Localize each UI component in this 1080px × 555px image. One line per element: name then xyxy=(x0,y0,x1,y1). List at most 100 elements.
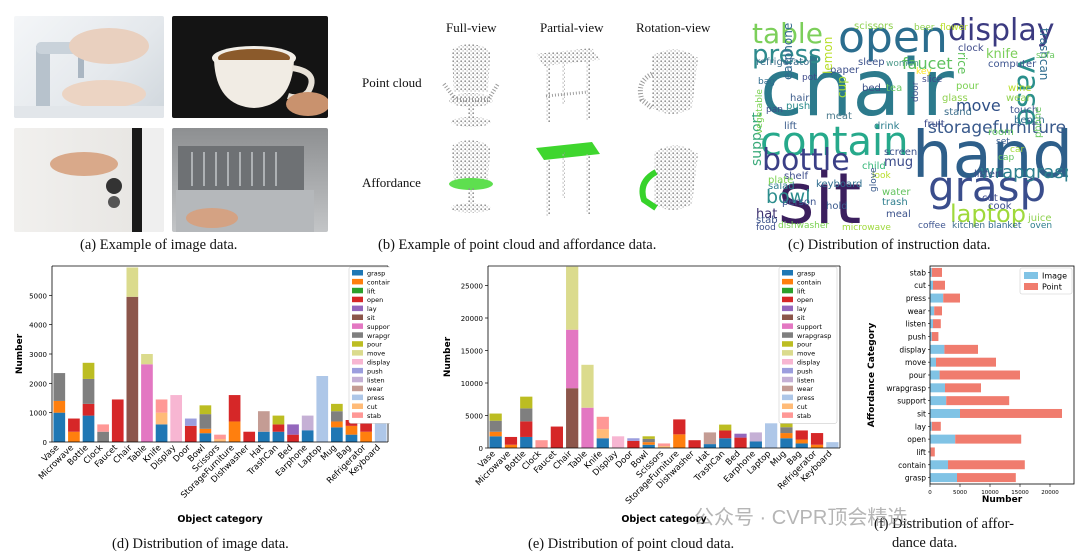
ytick-pour: pour xyxy=(909,371,927,380)
bar-Bag-open xyxy=(795,430,808,440)
column-partial-view: Partial-view xyxy=(540,20,604,35)
bar-Door-push xyxy=(184,418,197,426)
word-laptop: laptop xyxy=(950,200,1026,228)
word-display: display xyxy=(948,16,1055,48)
word-faucet: faucet xyxy=(902,54,953,73)
bar-sit-image xyxy=(930,408,960,418)
legend-label-stab: stab xyxy=(797,412,811,420)
legend-swatch-lift xyxy=(782,287,793,294)
panel-point-cloud: Full-view Partial-view Rotation-view Poi… xyxy=(360,12,730,234)
bar-Knife-cut xyxy=(596,429,609,439)
word-hold: hold xyxy=(826,201,848,212)
bar-Chair-sit xyxy=(126,296,139,442)
ytick-move: move xyxy=(905,358,926,367)
bar-Chair-sit xyxy=(566,388,579,448)
legend-swatch-listen xyxy=(782,376,793,383)
bar-Vase-grasp xyxy=(489,436,502,448)
word-bag: bag xyxy=(758,77,775,87)
legend-label-open: open xyxy=(367,296,383,304)
bar-Mug-pour xyxy=(331,403,343,412)
word-table: table xyxy=(752,17,823,50)
ytick-25000: 25000 xyxy=(461,283,483,291)
ytick-2000: 2000 xyxy=(29,380,47,388)
legend-swatch-press xyxy=(782,394,793,401)
legend: graspcontainliftopenlaysitsupportwrapgra… xyxy=(348,266,390,424)
legend-label-wear: wear xyxy=(797,385,813,393)
ytick-10000: 10000 xyxy=(461,380,483,388)
bar-push-image xyxy=(930,332,932,342)
word-move: move xyxy=(956,96,1001,115)
xlabel: Number xyxy=(982,495,1023,505)
word-wine: wine xyxy=(1008,83,1032,94)
legend-swatch-grasp xyxy=(352,270,363,276)
legend-swatch-stab xyxy=(782,412,793,418)
bar-Refrigerator-contain xyxy=(360,431,372,442)
legend-label-point: Point xyxy=(1042,283,1062,292)
word-computer: computer xyxy=(988,59,1037,70)
ytick-1000: 1000 xyxy=(29,410,47,418)
mug-rotation-pointcloud xyxy=(637,49,698,114)
bar-Chair-move xyxy=(566,266,579,330)
bar-Bottle-pour xyxy=(82,362,95,379)
xlabel: Object category xyxy=(621,514,707,525)
ytick-5000: 5000 xyxy=(29,292,47,300)
column-rotation-view: Rotation-view xyxy=(636,20,711,35)
word-glass: glass xyxy=(942,93,968,104)
bar-Knife-grasp xyxy=(155,424,168,442)
word-pot: pot xyxy=(802,73,817,83)
bar-press-image xyxy=(930,293,944,303)
word-salad: salad xyxy=(768,181,795,192)
caption-d: (d) Distribution of image data. xyxy=(112,536,289,552)
legend-label-display: display xyxy=(797,359,820,367)
word-touch: touch xyxy=(1010,105,1039,116)
legend-swatch-wear xyxy=(782,385,793,392)
bar-Microwave-open xyxy=(504,436,518,445)
bar-Clock-wrapgrasp xyxy=(97,431,109,442)
legend-swatch-wrapgrasp xyxy=(782,332,793,338)
legend-swatch-lay xyxy=(782,305,793,312)
word-set: set xyxy=(996,137,1010,147)
ytick-wear: wear xyxy=(908,307,927,316)
legend-swatch-push xyxy=(352,367,363,374)
legend-swatch-grasp xyxy=(782,270,793,276)
word-paper: paper xyxy=(830,65,860,76)
bar-Knife-cut xyxy=(155,412,168,425)
bar-Bottle-wrapgrasp xyxy=(82,378,95,404)
table-partial-affordance xyxy=(536,142,600,216)
word-cook: cook xyxy=(988,201,1012,212)
word-pan: pan xyxy=(766,105,783,115)
legend-label-stab: stab xyxy=(367,412,381,420)
legend-label-wrapgrasp: wrapgrasp xyxy=(797,332,831,340)
bar-Bed-lay xyxy=(287,424,299,435)
bar-support-point xyxy=(946,396,1010,406)
word-blanket: blanket xyxy=(988,221,1022,231)
bar-Knife-stab xyxy=(596,416,609,430)
ytick-0: 0 xyxy=(43,439,47,447)
legend-swatch-display xyxy=(782,359,793,365)
ytick-20000: 20000 xyxy=(461,315,483,323)
bar-Bowl-pour xyxy=(642,436,655,439)
mug-rotation-affordance xyxy=(639,145,698,211)
bar-Vase-wrapgrasp xyxy=(53,373,66,401)
word-look: look xyxy=(872,171,891,181)
legend-label-lift: lift xyxy=(797,287,806,295)
word-juice: juice xyxy=(1028,213,1052,224)
bar-Bag-grasp xyxy=(795,443,808,448)
word-cut: cut xyxy=(982,193,998,204)
ytick-0: 0 xyxy=(479,445,483,453)
door-illustration xyxy=(50,128,164,232)
bar-Mug-grasp xyxy=(331,427,343,442)
row-point-cloud: Point cloud xyxy=(362,75,422,90)
bar-wear-image xyxy=(930,306,935,316)
legend-swatch-sit xyxy=(352,314,363,320)
bar-wrapgrasp-image xyxy=(930,383,945,393)
ytick-lift: lift xyxy=(916,448,926,457)
xtick-10000: 10000 xyxy=(981,490,999,496)
bar-wear-point xyxy=(934,306,942,316)
bar-Microwave-open xyxy=(68,418,80,432)
bar-Scissors-cut xyxy=(214,439,226,442)
ytick-3000: 3000 xyxy=(29,351,47,359)
